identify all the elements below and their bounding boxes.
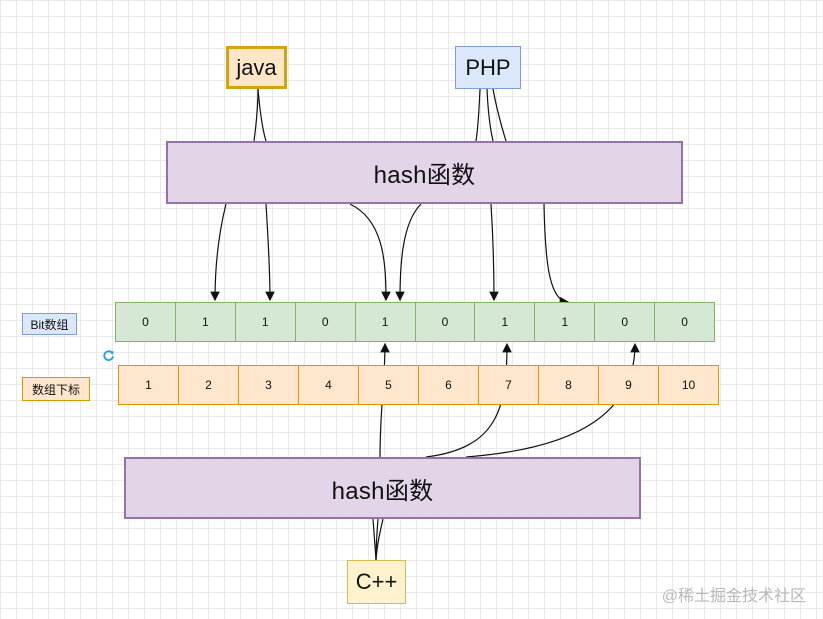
bit-cell-5-value: 1 <box>381 315 389 329</box>
bit-cell-2-value: 1 <box>202 315 209 329</box>
bit-cell-9[interactable]: 0 <box>594 302 656 342</box>
array-index-label: 数组下标 <box>31 382 80 397</box>
bit-array-row: 0 1 1 0 1 0 1 1 0 0 <box>115 302 716 342</box>
index-cell-6-value: 6 <box>445 378 452 392</box>
php-node[interactable]: PHP <box>455 46 521 89</box>
bit-cell-4[interactable]: 0 <box>294 302 356 342</box>
php-hash-arrow-to-bit-5-b <box>395 203 422 302</box>
bit-cell-10-value: 0 <box>681 315 688 329</box>
bit-cell-1-value: 0 <box>142 315 149 329</box>
index-cell-9[interactable]: 9 <box>598 365 659 405</box>
cpp-node[interactable]: C++ <box>347 560 406 604</box>
index-cell-1[interactable]: 1 <box>118 365 179 405</box>
php-hash-arrow-to-bit-5-a <box>349 203 391 302</box>
bit-cell-8-value: 1 <box>561 315 569 329</box>
bottom-hash-function-box[interactable]: hash函数 <box>124 457 641 519</box>
top-hash-function-box[interactable]: hash函数 <box>166 141 683 204</box>
watermark-text: @稀土掘金技术社区 <box>661 588 806 605</box>
php-hash-arrow-to-bit-7 <box>489 203 499 302</box>
java-hash-arrow-to-bit-3 <box>265 203 275 302</box>
index-cell-4[interactable]: 4 <box>298 365 359 405</box>
bit-array-label: Bit数组 <box>30 317 69 332</box>
index-cell-6[interactable]: 6 <box>418 365 479 405</box>
index-cell-10[interactable]: 10 <box>658 365 719 405</box>
bit-cell-10[interactable]: 0 <box>654 302 716 342</box>
refresh-icon[interactable] <box>102 349 115 362</box>
index-cell-8-value: 8 <box>565 378 572 392</box>
bit-cell-3[interactable]: 1 <box>234 302 296 342</box>
bit-array-label-box[interactable]: Bit数组 <box>22 313 77 335</box>
bit-cell-6-value: 0 <box>441 315 449 329</box>
java-to-hash-connector-2 <box>257 88 267 142</box>
cpp-node-label: C++ <box>355 569 398 594</box>
php-to-hash-connector-2 <box>486 88 494 142</box>
index-cell-5[interactable]: 5 <box>358 365 419 405</box>
cpp-to-hash-connector-3 <box>375 518 384 561</box>
bit-cell-1[interactable]: 0 <box>115 302 176 342</box>
cpp-to-hash-connector-1 <box>375 518 379 561</box>
index-cell-8[interactable]: 8 <box>538 365 599 405</box>
bit-cell-8[interactable]: 1 <box>534 302 596 342</box>
bit-cell-2[interactable]: 1 <box>174 302 236 342</box>
index-cell-1-value: 1 <box>145 378 152 392</box>
php-to-hash-connector-1 <box>475 88 481 142</box>
php-node-label: PHP <box>465 54 511 80</box>
index-cell-9-value: 9 <box>625 378 632 392</box>
index-cell-2[interactable]: 2 <box>178 365 239 405</box>
index-cell-4-value: 4 <box>325 378 332 392</box>
index-cell-3-value: 3 <box>265 378 272 392</box>
java-node-label: java <box>236 54 277 80</box>
index-cell-7-value: 7 <box>505 378 512 392</box>
array-index-label-box[interactable]: 数组下标 <box>22 377 90 401</box>
java-node[interactable]: java <box>226 46 287 89</box>
top-hash-function-label: hash函数 <box>373 162 476 189</box>
bit-cell-7[interactable]: 1 <box>474 302 536 342</box>
index-cell-2-value: 2 <box>205 378 212 392</box>
bit-cell-7-value: 1 <box>501 315 509 329</box>
bit-cell-4-value: 0 <box>321 315 329 329</box>
index-cell-5-value: 5 <box>385 378 392 392</box>
array-index-row: 1 2 3 4 5 6 7 8 9 10 <box>118 365 719 405</box>
cpp-to-hash-connector-2 <box>372 518 377 561</box>
bit-cell-5[interactable]: 1 <box>354 302 416 342</box>
php-hash-arrow-to-bit-8 <box>543 203 570 307</box>
bit-cell-6[interactable]: 0 <box>414 302 476 342</box>
java-hash-arrow-to-bit-2 <box>210 203 227 302</box>
php-to-hash-connector-3 <box>492 88 507 142</box>
index-cell-10-value: 10 <box>681 378 696 392</box>
index-cell-3[interactable]: 3 <box>238 365 299 405</box>
index-cell-7[interactable]: 7 <box>478 365 539 405</box>
bit-cell-9-value: 0 <box>621 315 629 329</box>
bottom-hash-function-label: hash函数 <box>331 477 434 505</box>
bit-cell-3-value: 1 <box>261 315 269 329</box>
java-to-hash-connector-1 <box>253 88 259 142</box>
